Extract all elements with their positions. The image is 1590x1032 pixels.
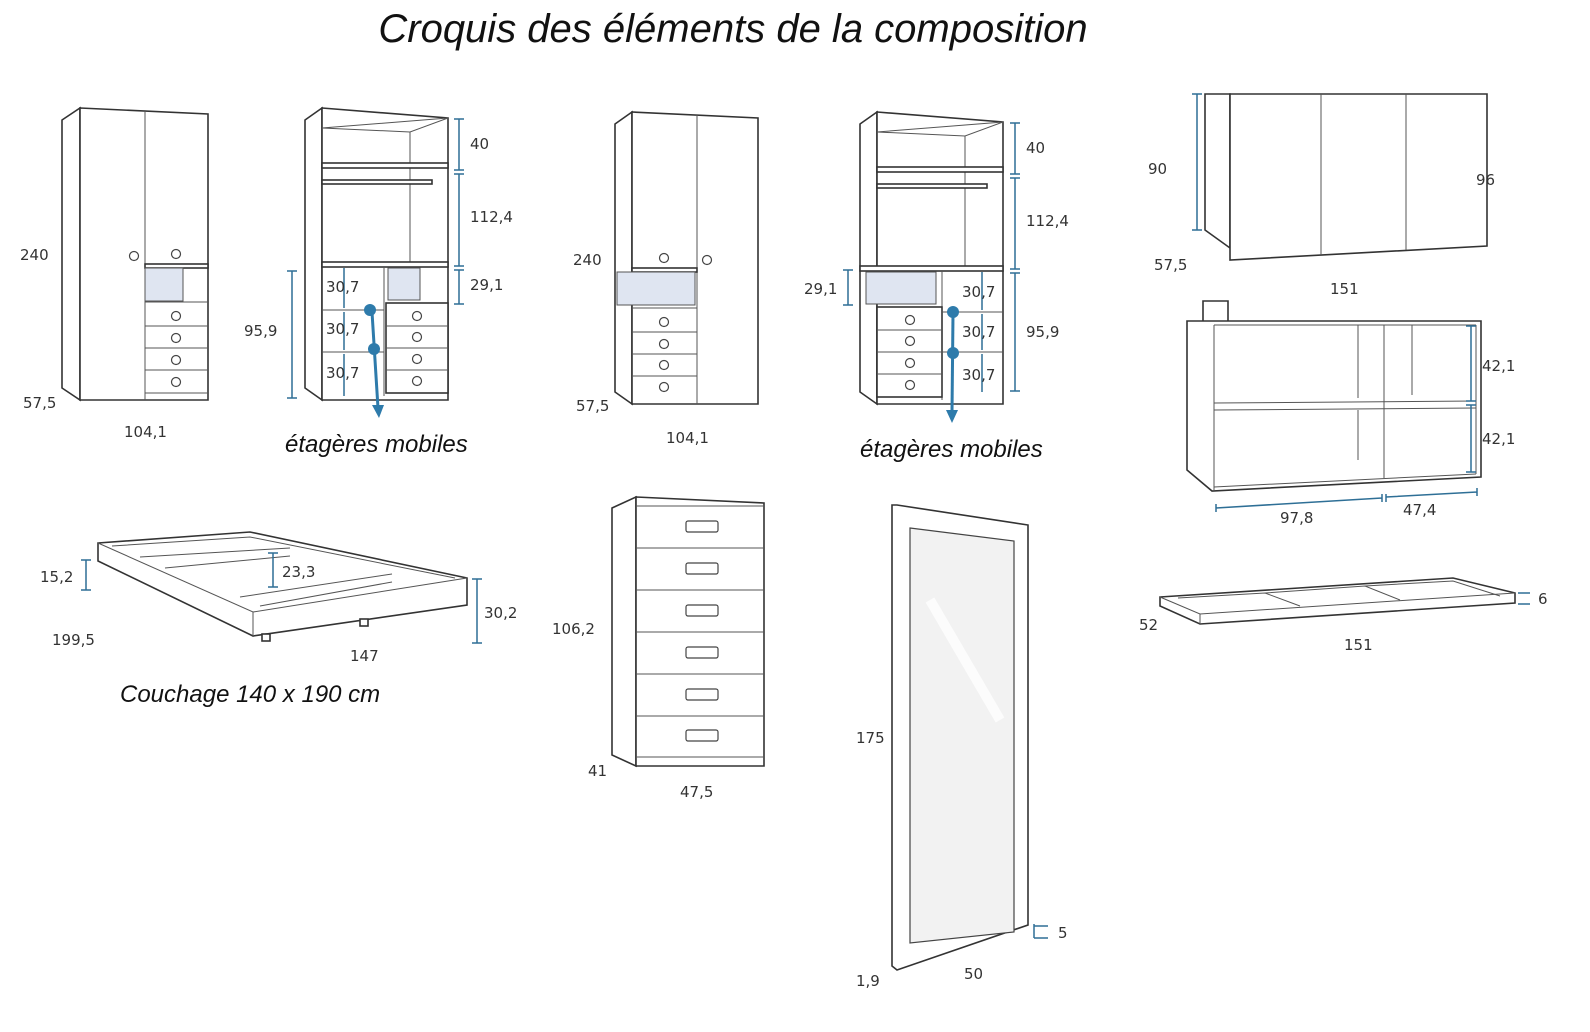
dim-height: 240	[20, 246, 49, 264]
wardrobe-2-open: 40 112,4 29,1 95,9 30,7 30,7 30,7 étagèr…	[804, 110, 1069, 463]
dim-width: 151	[1344, 636, 1373, 654]
knob-icon	[128, 250, 140, 262]
bed-frame: 15,2 23,3 199,5 147 30,2 Couchage 140 x …	[40, 531, 517, 708]
dim-shelf: 30,7	[962, 283, 995, 301]
dim-height-back: 90	[1148, 160, 1167, 178]
dim-niche: 29,1	[804, 280, 837, 298]
dim-height: 240	[573, 251, 602, 269]
dim-top: 40	[1026, 139, 1045, 157]
caption-mobile-shelves: étagères mobiles	[860, 436, 1043, 463]
dim-depth: 57,5	[23, 394, 56, 412]
dim-length: 199,5	[52, 631, 95, 649]
dim-inner-height: 23,3	[282, 563, 315, 581]
open-shelf-unit: 42,1 42,1 97,8 47,4	[1186, 300, 1515, 527]
dim-height-top: 42,1	[1482, 357, 1515, 375]
dim-width: 104,1	[124, 423, 167, 441]
dim-depth: 41	[588, 762, 607, 780]
mirror: 175 5 1,9 50	[856, 504, 1068, 990]
dim-depth: 57,5	[1154, 256, 1187, 274]
dim-depth: 57,5	[576, 397, 609, 415]
dim-hanging: 112,4	[1026, 212, 1069, 230]
dim-shelf: 30,7	[326, 320, 359, 338]
dim-niche: 29,1	[470, 276, 503, 294]
dim-depth: 1,9	[856, 972, 880, 990]
dim-hanging: 112,4	[470, 208, 513, 226]
dim-shelf: 30,7	[962, 323, 995, 341]
dim-width: 104,1	[666, 429, 709, 447]
chest-of-drawers: 106,2 41 47,5	[552, 495, 765, 801]
dim-height-bottom: 42,1	[1482, 430, 1515, 448]
dim-width: 47,5	[680, 783, 713, 801]
dim-height: 96	[1476, 171, 1495, 189]
dim-lower: 95,9	[244, 322, 277, 340]
plinth: 6 52 151	[1139, 577, 1548, 654]
wardrobe-2-closed: 240 57,5 104,1	[573, 110, 759, 447]
dim-width-left: 97,8	[1280, 509, 1313, 527]
caption-mobile-shelves: étagères mobiles	[285, 431, 468, 458]
dim-height: 30,2	[484, 604, 517, 622]
caption-bed-size: Couchage 140 x 190 cm	[120, 681, 380, 708]
page-title: Croquis des éléments de la composition	[378, 7, 1087, 51]
dim-width: 151	[1330, 280, 1359, 298]
dim-width: 147	[350, 647, 379, 665]
dim-side-height: 15,2	[40, 568, 73, 586]
dim-shelf: 30,7	[962, 366, 995, 384]
dim-height: 106,2	[552, 620, 595, 638]
dim-width: 50	[964, 965, 983, 983]
dim-frame: 5	[1058, 924, 1068, 942]
dim-depth: 52	[1139, 616, 1158, 634]
dim-shelf: 30,7	[326, 364, 359, 382]
dim-width-right: 47,4	[1403, 501, 1436, 519]
wardrobe-1-closed: 240 57,5 104,1	[20, 106, 209, 441]
dim-height: 6	[1538, 590, 1548, 608]
dim-height: 175	[856, 729, 885, 747]
dim-top: 40	[470, 135, 489, 153]
wall-cabinet: 90 57,5 96 151	[1148, 93, 1495, 298]
dim-lower: 95,9	[1026, 323, 1059, 341]
dim-shelf: 30,7	[326, 278, 359, 296]
wardrobe-1-open: 40 112,4 29,1 95,9 30,7 30,7 30,7 étagèr…	[244, 106, 513, 458]
